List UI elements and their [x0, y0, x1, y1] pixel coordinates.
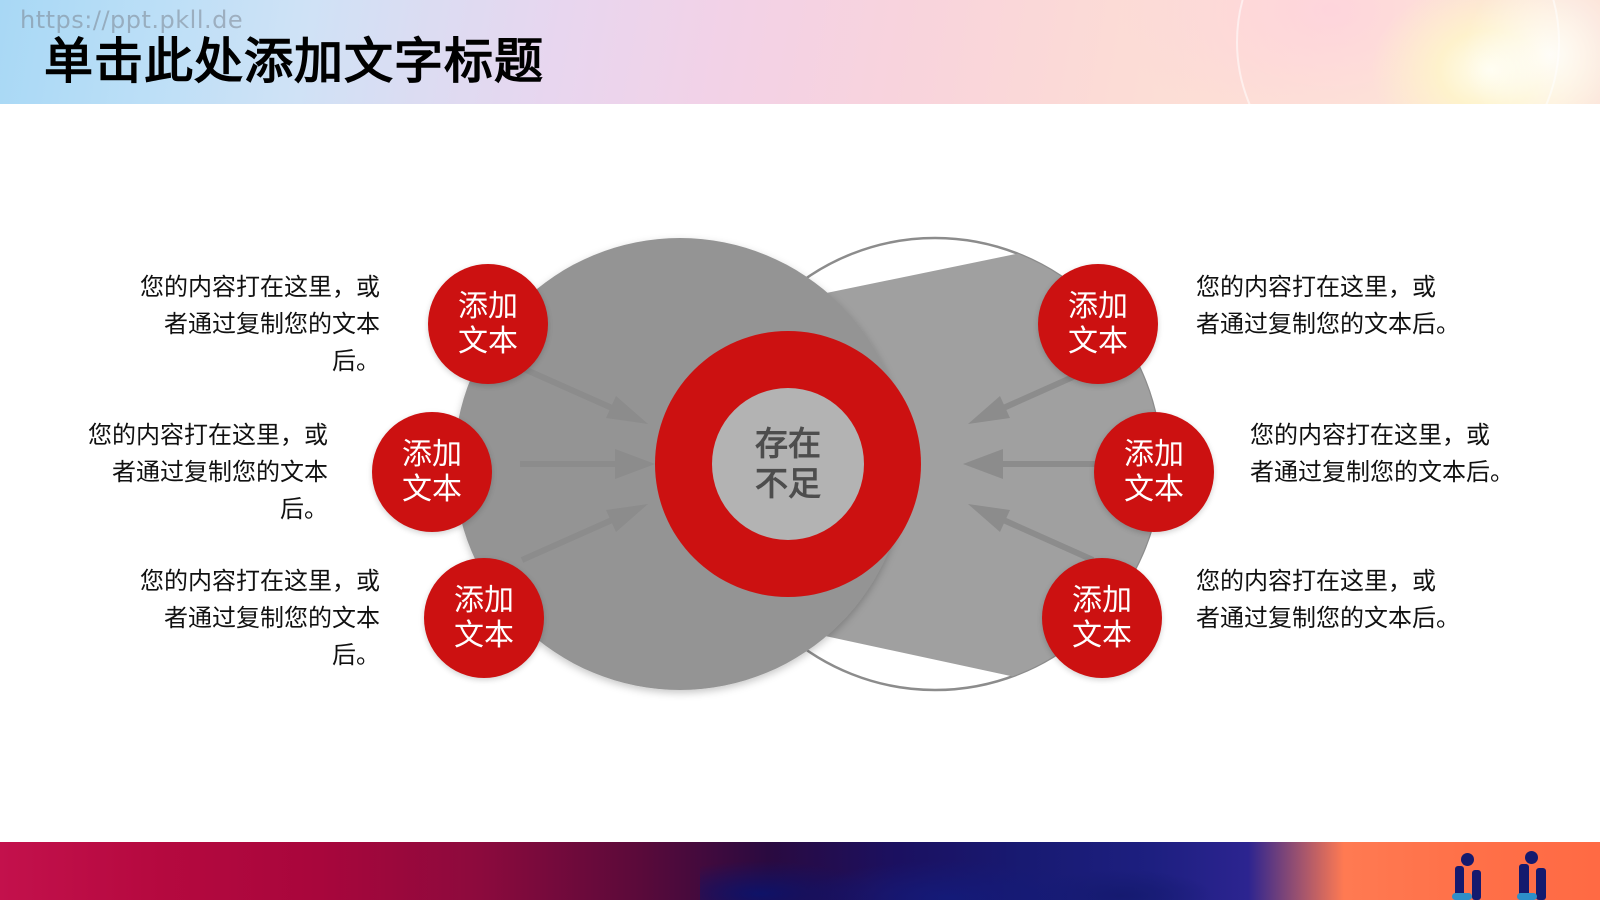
footer-silhouette-figure [1519, 864, 1529, 900]
bubble-left-bottom-line1: 添加 [454, 582, 514, 618]
bubble-left-top-line2: 文本 [458, 324, 518, 359]
arrow-right-bottom-head [968, 504, 1010, 532]
bubble-right-top[interactable]: 添加 文本 [1038, 264, 1158, 384]
arrow-right-top-head [968, 396, 1010, 424]
page-title: 单击此处添加文字标题 [44, 33, 545, 90]
diagram-stage: 添加 文本 添加 文本 添加 文本 添加 文本 添加 文本 添加 文本 存在 不… [0, 104, 1600, 842]
bubble-left-middle[interactable]: 添加 文本 [372, 412, 492, 532]
bubble-right-bottom-line2: 文本 [1072, 618, 1132, 653]
header-glow-decoration [1300, 0, 1600, 104]
blurb-left-top: 您的内容打在这里，或 者通过复制您的文本后。 [140, 273, 380, 376]
header-banner: https://ppt.pkll.de 单击此处添加文字标题 [0, 0, 1600, 104]
footer-silhouette-figure [1517, 893, 1537, 900]
footer-silhouette-figure [1536, 868, 1546, 900]
bubble-right-top-line1: 添加 [1068, 288, 1128, 324]
blurb-right-top: 您的内容打在这里，或 者通过复制您的文本后。 [1196, 273, 1460, 339]
bubble-right-top-line2: 文本 [1068, 324, 1128, 359]
footer-ink-texture [700, 842, 1320, 900]
blurb-left-middle: 您的内容打在这里，或 者通过复制您的文本后。 [88, 421, 328, 524]
bubble-right-middle[interactable]: 添加 文本 [1094, 412, 1214, 532]
bubble-right-bottom[interactable]: 添加 文本 [1042, 558, 1162, 678]
footer-silhouette-figure [1472, 870, 1481, 900]
arrow-right-middle-head [963, 449, 1003, 479]
bubble-left-bottom[interactable]: 添加 文本 [424, 558, 544, 678]
footer-silhouette-figure [1455, 866, 1464, 900]
footer-silhouette-figure [1461, 853, 1474, 866]
bubble-right-middle-line1: 添加 [1124, 436, 1184, 472]
bubble-right-bottom-line1: 添加 [1072, 582, 1132, 618]
watermark-url: https://ppt.pkll.de [20, 6, 244, 34]
bubble-left-bottom-line2: 文本 [454, 618, 514, 653]
bubble-left-middle-line2: 文本 [402, 472, 462, 507]
arrow-left-bottom-head [606, 504, 648, 532]
blurb-left-bottom: 您的内容打在这里，或 者通过复制您的文本后。 [140, 567, 380, 670]
bubble-right-middle-line2: 文本 [1124, 472, 1184, 507]
arrow-right-bottom-line [988, 511, 1095, 563]
footer-silhouette-figure [1452, 893, 1472, 900]
header-arc-decoration [1236, 0, 1560, 104]
footer-band [0, 842, 1600, 900]
arrow-left-top-head [606, 396, 648, 424]
bubble-left-top[interactable]: 添加 文本 [428, 264, 548, 384]
blurb-right-middle: 您的内容打在这里，或 者通过复制您的文本后。 [1250, 421, 1514, 487]
bubble-left-middle-line1: 添加 [402, 436, 462, 472]
footer-silhouette-figure [1525, 851, 1538, 864]
center-inner-disc [712, 388, 864, 540]
arrow-left-middle-head [615, 449, 655, 479]
bubble-left-top-line1: 添加 [458, 288, 518, 324]
blurb-right-bottom: 您的内容打在这里，或 者通过复制您的文本后。 [1196, 567, 1460, 633]
